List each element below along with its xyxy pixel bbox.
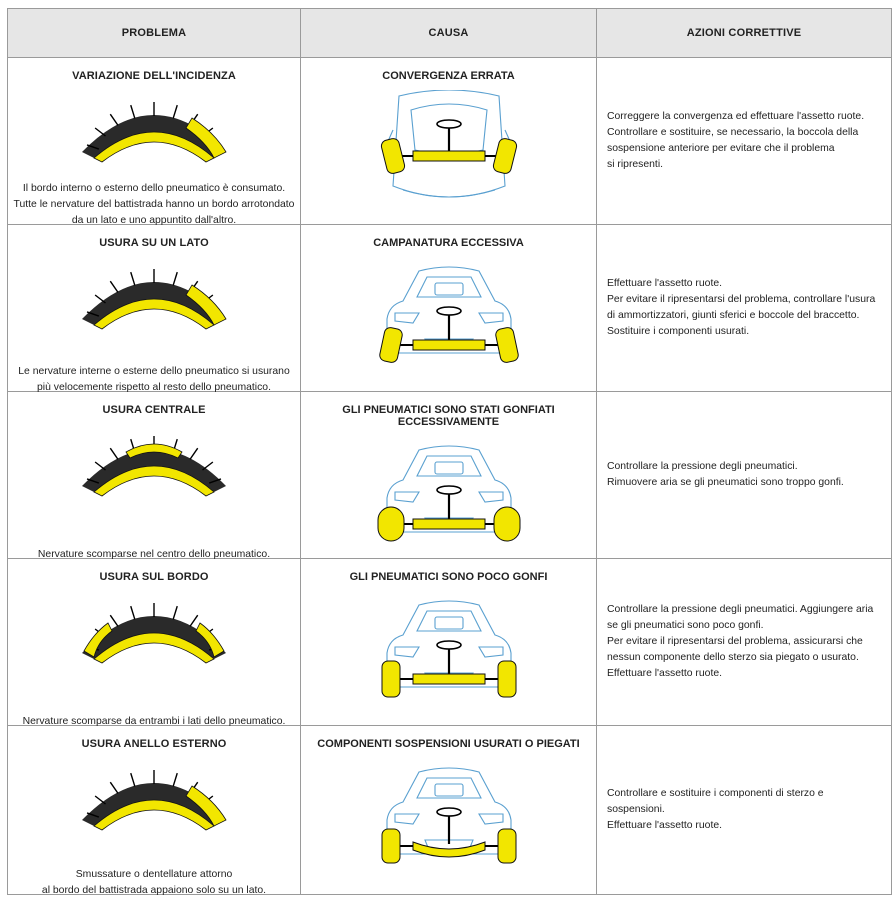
car-front-icon [380, 90, 517, 198]
corrective-actions: Controllare e sostituire i componenti di… [607, 786, 883, 834]
text-line: Effettuare l'assetto ruote. [607, 668, 723, 679]
text-line: Il bordo interno o esterno dello pneumat… [22, 183, 286, 194]
table-row: USURA SUL BORDO Nervature scomparse da e… [7, 558, 892, 727]
text-line: al bordo del battistrada appaiono solo s… [41, 885, 267, 896]
problem-cell: USURA SUL BORDO Nervature scomparse da e… [7, 558, 301, 727]
corrective-actions: Controllare la pressione degli pneumatic… [607, 459, 883, 491]
text-line: Effettuare l'assetto ruote. [607, 820, 723, 831]
text-line: Nervature scomparse da entrambi i lati d… [22, 716, 286, 727]
text-line: Sostituire i componenti usurati. [607, 326, 750, 337]
problem-title: USURA ANELLO ESTERNO [81, 738, 227, 750]
cause-title: COMPONENTI SOSPENSIONI USURATI O PIEGATI [317, 738, 580, 750]
corrective-actions: Effettuare l'assetto ruote. Per evitare i… [607, 276, 883, 340]
corrective-actions: Controllare la pressione degli pneumatic… [607, 602, 883, 682]
problem-cell: USURA SU UN LATO Le nervature interne o … [7, 224, 301, 393]
text-line: da un lato e uno appuntito dall'altro. [71, 215, 237, 226]
cause-cell: CAMPANATURA ECCESSIVA [300, 224, 597, 392]
problem-cell: USURA ANELLO ESTERNO Smussature o dentel… [7, 725, 301, 896]
actions-cell: Controllare e sostituire i componenti di… [596, 725, 892, 895]
header-problem: PROBLEMA [7, 8, 301, 58]
text-line: Controllare la pressione degli pneumatic… [607, 604, 874, 615]
header-row: PROBLEMA CAUSA AZIONI CORRETTIVE [7, 8, 892, 58]
table-row: USURA CENTRALE Nervature scomparse nel c… [7, 391, 892, 560]
actions-cell: Controllare la pressione degli pneumatic… [596, 558, 892, 726]
problem-title: VARIAZIONE DELL'INCIDENZA [72, 70, 236, 82]
cause-cell: GLI PNEUMATICI SONO POCO GONFI [300, 558, 597, 726]
text-line: Tutte le nervature del battistrada hanno… [13, 199, 295, 210]
cause-cell: GLI PNEUMATICI SONO STATI GONFIATI ECCES… [300, 391, 597, 559]
problem-description: Smussature o dentellature attorno al bord… [8, 867, 300, 899]
problem-description: Le nervature interne o esterne dello pne… [8, 364, 300, 396]
text-line: si ripresenti. [607, 159, 664, 170]
actions-cell: Correggere la convergenza ed effettuare … [596, 57, 892, 225]
cause-title: CAMPANATURA ECCESSIVA [373, 237, 524, 249]
text-line: sospensione anteriore per evitare che il… [607, 143, 835, 154]
car-front-icon [381, 767, 516, 864]
corrective-actions: Correggere la convergenza ed effettuare … [607, 109, 883, 173]
table-row: USURA SU UN LATO Le nervature interne o … [7, 224, 892, 393]
tire-wear-icon [82, 269, 227, 330]
text-line: Controllare e sostituire i componenti di… [607, 788, 824, 815]
text-line: Nervature scomparse nel centro dello pne… [37, 549, 271, 560]
tire-wear-table: PROBLEMA CAUSA AZIONI CORRETTIVE VARIAZI… [7, 8, 892, 896]
text-line: di ammortizzatori, giunti sferici e bocc… [607, 310, 860, 321]
text-line: Effettuare l'assetto ruote. [607, 278, 723, 289]
text-line: Per evitare il ripresentarsi del problem… [607, 294, 876, 305]
problem-description: Nervature scomparse da entrambi i lati d… [8, 714, 300, 730]
problem-cell: USURA CENTRALE Nervature scomparse nel c… [7, 391, 301, 560]
car-front-icon [378, 266, 519, 363]
tire-wear-icon [82, 436, 226, 497]
problem-cell: VARIAZIONE DELL'INCIDENZA Il bordo inter… [7, 57, 301, 226]
text-line: Rimuovere aria se gli pneumatici sono tr… [607, 477, 844, 488]
car-front-icon [377, 445, 520, 542]
text-line: Correggere la convergenza ed effettuare … [607, 111, 865, 122]
text-line: Le nervature interne o esterne dello pne… [18, 366, 290, 377]
table-row: USURA ANELLO ESTERNO Smussature o dentel… [7, 725, 892, 896]
header-actions: AZIONI CORRETTIVE [596, 8, 892, 58]
table-body: VARIAZIONE DELL'INCIDENZA Il bordo inter… [7, 57, 892, 896]
car-front-icon [381, 600, 516, 698]
problem-title: USURA CENTRALE [102, 404, 206, 416]
cause-title: CONVERGENZA ERRATA [382, 70, 515, 82]
text-line: Controllare la pressione degli pneumatic… [607, 461, 798, 472]
problem-title: USURA SUL BORDO [99, 571, 209, 583]
problem-description: Il bordo interno o esterno dello pneumat… [8, 181, 300, 229]
text-line: Controllare e sostituire, se necessario,… [607, 127, 859, 138]
text-line: Per evitare il ripresentarsi del problem… [607, 636, 863, 647]
problem-description: Nervature scomparse nel centro dello pne… [8, 547, 300, 563]
actions-cell: Effettuare l'assetto ruote. Per evitare i… [596, 224, 892, 392]
tire-wear-icon [82, 102, 227, 163]
cause-cell: COMPONENTI SOSPENSIONI USURATI O PIEGATI [300, 725, 597, 895]
cause-cell: CONVERGENZA ERRATA [300, 57, 597, 225]
header-cause: CAUSA [300, 8, 597, 58]
actions-cell: Controllare la pressione degli pneumatic… [596, 391, 892, 559]
table-row: VARIAZIONE DELL'INCIDENZA Il bordo inter… [7, 57, 892, 226]
tire-wear-icon [82, 603, 226, 664]
text-line: Smussature o dentellature attorno [75, 869, 233, 880]
text-line: se gli pneumatici sono poco gonfi. [607, 620, 764, 631]
tire-wear-icon [82, 770, 227, 831]
problem-title: USURA SU UN LATO [99, 237, 209, 249]
cause-title: GLI PNEUMATICI SONO STATI GONFIATI ECCES… [342, 404, 555, 428]
text-line: nessun componente dello sterzo sia piega… [607, 652, 859, 663]
cause-title: GLI PNEUMATICI SONO POCO GONFI [349, 571, 548, 583]
text-line: più velocemente rispetto al resto dello … [37, 382, 271, 393]
